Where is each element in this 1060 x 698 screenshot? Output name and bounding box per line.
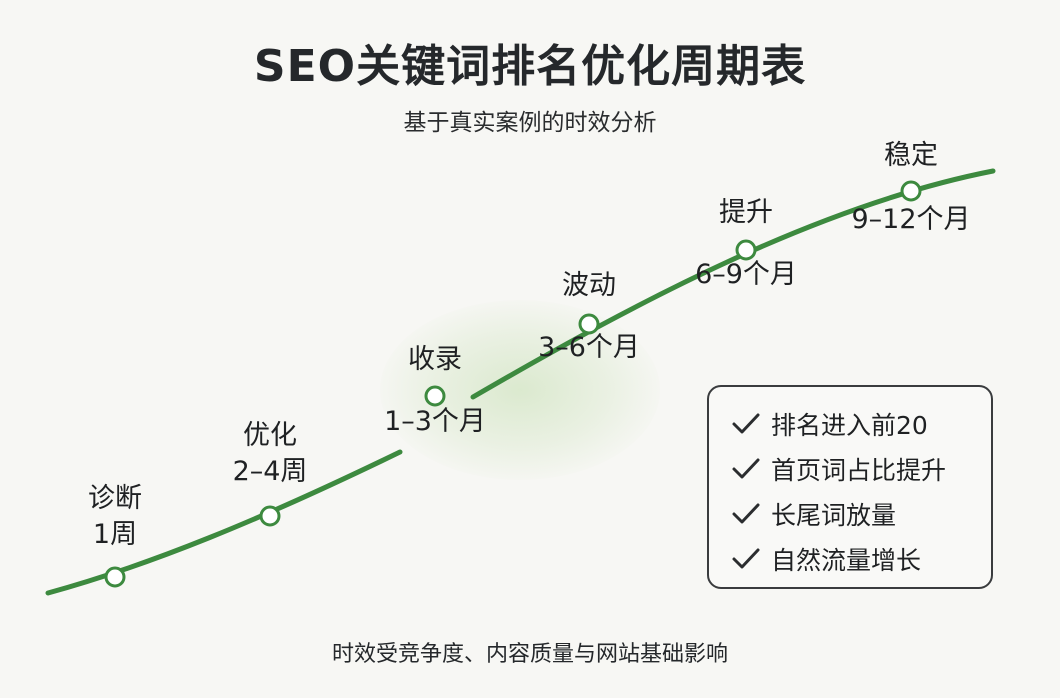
result-item: 排名进入前20 [731,401,991,446]
page-subtitle: 基于真实案例的时效分析 [403,110,657,136]
stage-label-diagnose: 诊断 1周 [60,481,170,553]
stage-node-diagnose [104,566,126,588]
result-text: 排名进入前20 [771,410,928,440]
stage-name: 诊断 [88,483,142,514]
stage-node-stable [900,180,922,202]
stage-node-fluctuate [578,313,600,335]
stage-duration: 9–12个月 [851,204,971,235]
stage-label-fluctuate: 波动 3–6个月 [519,268,659,366]
stage-name: 收录 [408,344,462,375]
footer-note: 时效受竞争度、内容质量与网站基础影响 [331,642,728,667]
stage-duration: 1周 [92,519,138,550]
result-text: 首页词占比提升 [771,455,947,485]
stage-label-index: 收录 1–3个月 [365,342,505,440]
stage-label-stable: 稳定 9–12个月 [836,138,986,238]
results-box: 排名进入前20 首页词占比提升 长尾词放量 自然流量增长 [707,385,993,589]
stage-duration: 2–4周 [232,456,308,487]
stage-node-index [424,385,446,407]
curve-segment-start [45,449,403,596]
stage-name: 优化 [243,420,297,451]
stage-duration: 1–3个月 [384,406,486,437]
stage-label-optimize: 优化 2–4周 [205,418,335,490]
stage-name: 波动 [562,270,616,301]
result-text: 长尾词放量 [771,500,897,530]
result-item: 首页词占比提升 [731,446,991,491]
stage-node-improve [735,239,757,261]
stage-node-optimize [259,505,281,527]
stage-name: 提升 [719,197,773,228]
result-text: 自然流量增长 [771,545,922,575]
stage-label-improve: 提升 6–9个月 [676,195,816,293]
stage-duration: 6–9个月 [695,259,797,290]
stage-duration: 3–6个月 [538,332,640,363]
result-item: 自然流量增长 [731,536,991,581]
check-icon [732,503,760,523]
result-item: 长尾词放量 [731,491,991,536]
check-icon [732,548,760,568]
stage-name: 稳定 [884,140,938,171]
page-title: SEO关键词排名优化周期表 [253,41,807,92]
check-icon [732,458,760,478]
check-icon [732,413,760,433]
